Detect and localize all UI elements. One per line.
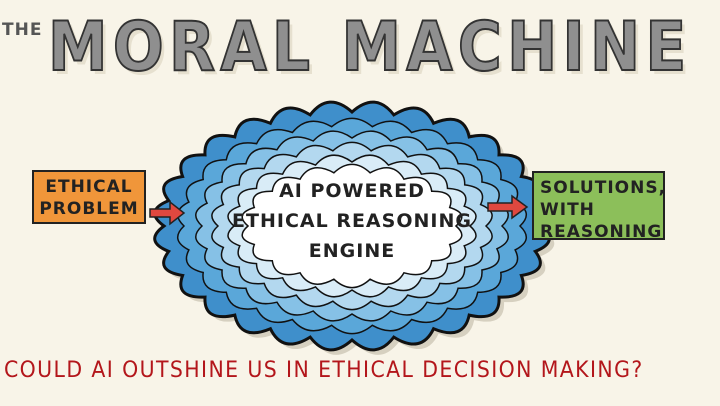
output-line: WITH bbox=[540, 200, 595, 220]
engine-cloud bbox=[153, 100, 555, 355]
title-prefix: THE bbox=[2, 20, 43, 40]
output-line: SOLUTIONS, bbox=[540, 178, 667, 198]
page-title: MORAL MACHINE bbox=[47, 7, 692, 88]
engine-line: ENGINE bbox=[308, 240, 396, 262]
question-text: COULD AI OUTSHINE US IN ETHICAL DECISION… bbox=[4, 358, 644, 383]
output-arrow bbox=[487, 194, 529, 220]
engine-line: ETHICAL REASONING bbox=[232, 210, 472, 232]
solutions-box: SOLUTIONS, WITH REASONING bbox=[532, 171, 667, 242]
input-arrow bbox=[149, 200, 186, 226]
ethical-problem-box: ETHICAL PROBLEM bbox=[32, 170, 146, 224]
engine-label: AI POWERED ETHICAL REASONING ENGINE bbox=[232, 176, 472, 266]
output-line: REASONING bbox=[540, 222, 663, 242]
cloud-layer bbox=[241, 163, 463, 289]
engine-line: AI POWERED bbox=[279, 180, 425, 202]
